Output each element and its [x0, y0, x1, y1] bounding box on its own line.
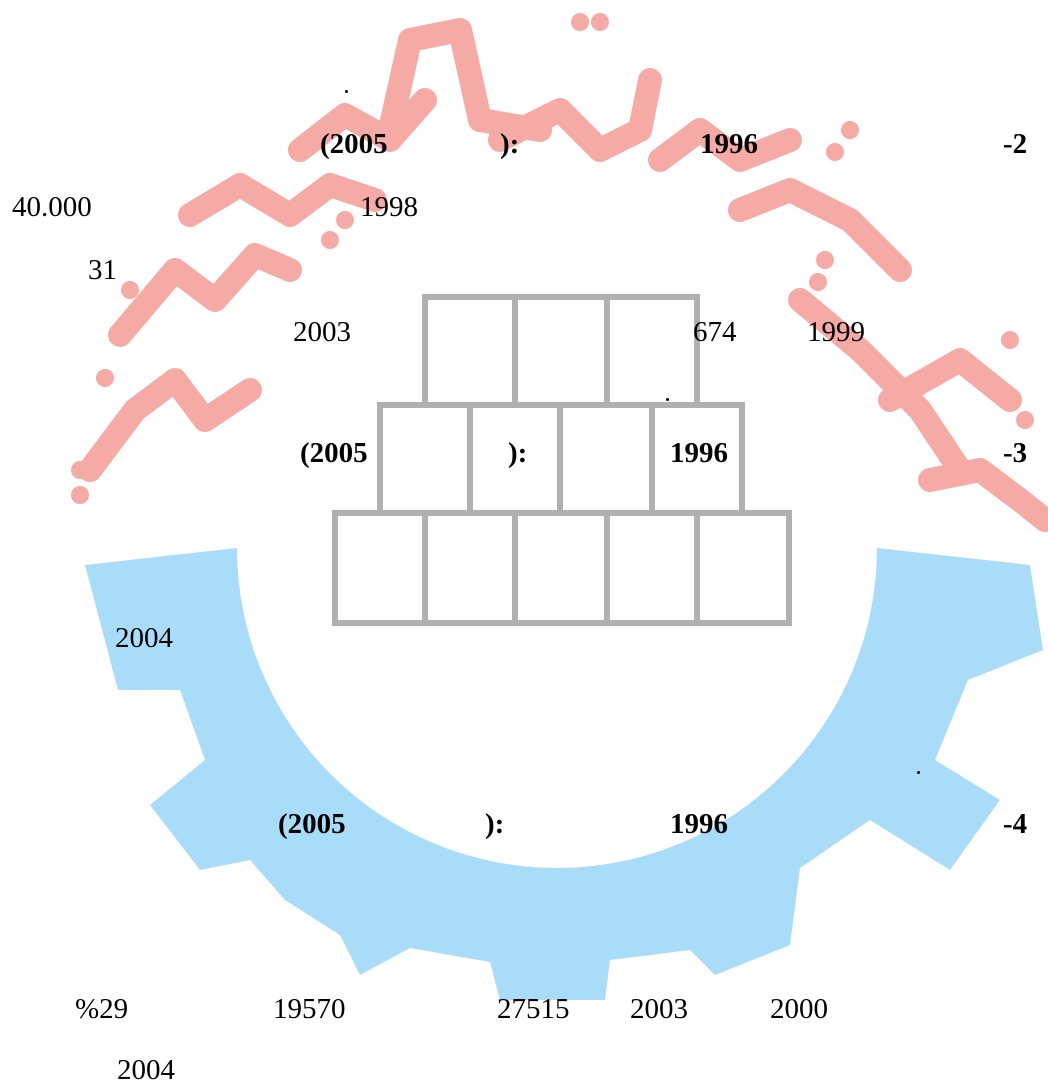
dot [917, 771, 920, 774]
row2-years-year-a: 2003 [293, 316, 351, 348]
row4-year-a: 1996 [670, 808, 728, 840]
row2-years-count: 674 [693, 316, 737, 348]
row2-year-a: 1996 [700, 128, 758, 160]
row4-year-a: 2003 [630, 993, 688, 1025]
dot [666, 398, 669, 401]
dot [345, 90, 348, 93]
calligraphy-shape [78, 18, 1048, 532]
row3-year-b: (2005 [300, 437, 368, 469]
row3-bracket: ): [508, 437, 528, 469]
row2-bracket: ): [500, 128, 520, 160]
row4-value-a: 19570 [273, 993, 346, 1025]
row2-count: 31 [88, 254, 117, 286]
row4-year-c: 2004 [117, 1054, 175, 1086]
row2-years-year-b: 1999 [807, 316, 865, 348]
row2-year: 1998 [360, 191, 418, 223]
row4-year-b: 2000 [770, 993, 828, 1025]
row4-number: -4 [1003, 808, 1028, 840]
row3-year: 2004 [115, 622, 173, 654]
row2-year-b: (2005 [320, 128, 388, 160]
row4-bracket: ): [485, 808, 505, 840]
pyramid-blocks [332, 294, 792, 626]
row4-value-b: 27515 [497, 993, 570, 1025]
row4-year-b: (2005 [278, 808, 346, 840]
row2-value: 40.000 [12, 191, 92, 223]
row4-percent: %29 [75, 993, 129, 1025]
row3-year-a: 1996 [670, 437, 728, 469]
row3-number: -3 [1003, 437, 1028, 469]
row2-number: -2 [1003, 128, 1028, 160]
gear-shape [85, 548, 1043, 1000]
